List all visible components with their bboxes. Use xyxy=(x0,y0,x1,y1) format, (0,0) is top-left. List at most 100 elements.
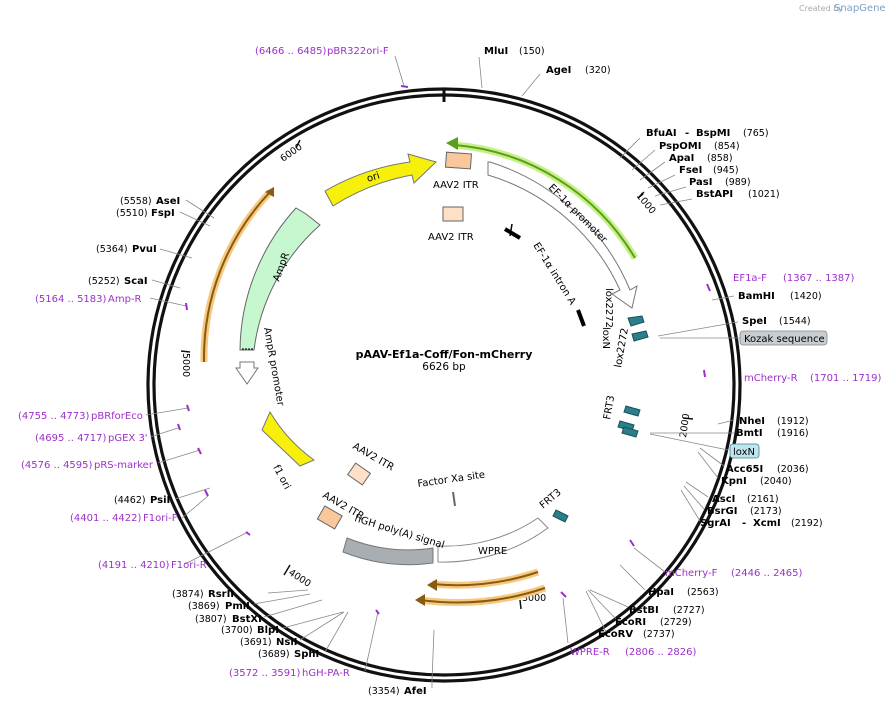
site-asci-name[interactable]: AscI xyxy=(712,494,735,505)
kozak-label: Kozak sequence xyxy=(744,334,825,345)
ef1a-intron-end xyxy=(576,309,586,327)
site-pspomi-pos: (854) xyxy=(714,141,740,152)
primer-wpre-r-name[interactable]: WPRE-R xyxy=(570,647,610,658)
site-xcmi-name[interactable]: XcmI xyxy=(753,518,781,529)
wpre-feature[interactable] xyxy=(437,517,549,563)
lox2272-label-1: lox2272 xyxy=(603,288,614,328)
site-pspomi-name[interactable]: PspOMI xyxy=(659,141,701,152)
site-ecori-name[interactable]: EcoRI xyxy=(615,617,646,628)
site-scai-name[interactable]: ScaI xyxy=(124,276,148,287)
leader-lines xyxy=(145,55,740,688)
tick-3000: 3000 xyxy=(522,593,546,604)
site-bsrgi-name[interactable]: BsrGI xyxy=(707,506,737,517)
primer-amp-r-name[interactable]: Amp-R xyxy=(108,294,142,305)
primer-ef1a-f-name[interactable]: EF1a-F xyxy=(733,273,767,284)
tick-5000: 5000 xyxy=(180,353,191,377)
site-fspi-name[interactable]: FspI xyxy=(151,208,175,219)
site-bspmi-name[interactable]: BspMI xyxy=(696,128,730,139)
ef1a-promoter-feature[interactable] xyxy=(487,161,638,309)
kozak-box[interactable] xyxy=(739,330,828,346)
primer-f1ori-f-name[interactable]: F1ori-F xyxy=(143,513,178,524)
primer-mark-f1ori-r xyxy=(245,531,251,536)
tick-5000-mark xyxy=(180,350,191,353)
site-blpi-name[interactable]: BlpI xyxy=(257,625,279,636)
site-agei-name[interactable]: AgeI xyxy=(546,65,571,76)
site-bstbi-name[interactable]: BstBI xyxy=(629,605,659,616)
left-orange-arrow-head xyxy=(265,187,274,197)
f1-ori-feature[interactable] xyxy=(261,410,316,467)
primer-mcherry-r-name[interactable]: mCherry-R xyxy=(744,373,798,384)
leader-bfuai xyxy=(619,137,641,159)
primer-pbr322ori-range: (6466 .. 6485) xyxy=(255,46,327,57)
primer-mark-prs xyxy=(197,447,202,455)
primer-pgex-range: (4695 .. 4717) xyxy=(35,433,107,444)
site-sgrai-name[interactable]: SgrAI xyxy=(700,518,731,529)
primer-f1ori-r-name[interactable]: F1ori-R xyxy=(171,560,207,571)
ampr-promoter-feature[interactable] xyxy=(235,361,259,385)
aav2-itr-bottom-feature[interactable] xyxy=(316,505,343,530)
site-pvui-name[interactable]: PvuI xyxy=(132,244,157,255)
factor-xa-site-mark xyxy=(452,491,456,507)
primer-prs-marker-name[interactable]: pRS-marker xyxy=(94,460,154,471)
site-bmti-name[interactable]: BmtI xyxy=(736,428,763,439)
site-pasi-pos: (989) xyxy=(725,177,751,188)
leader-blpi xyxy=(282,611,344,629)
primer-mcherry-r-range: (1701 .. 1719) xyxy=(810,373,882,384)
primer-pbr322ori-name[interactable]: pBR322ori-F xyxy=(327,46,389,57)
tick-3000-mark xyxy=(519,599,522,610)
site-ecorv-name[interactable]: EcoRV xyxy=(598,629,633,640)
aav2-itr-bottom2-feature[interactable] xyxy=(346,462,372,486)
watermark-snapgene: SnapGene xyxy=(834,3,886,14)
frt3-arrow-1[interactable] xyxy=(621,426,639,438)
site-nhei-name[interactable]: NheI xyxy=(739,416,765,427)
site-pmli-pos: (3869) xyxy=(188,601,220,612)
leader-pspomi xyxy=(631,149,656,171)
site-bamhi-name[interactable]: BamHI xyxy=(738,291,775,302)
site-psii-name[interactable]: PsiI xyxy=(150,495,170,506)
site-bsrgi-pos: (2173) xyxy=(750,506,782,517)
site-afei-name[interactable]: AfeI xyxy=(404,686,427,697)
loxn-box[interactable] xyxy=(729,443,760,459)
primer-mark-amp-r xyxy=(185,302,188,311)
hgh-polya-feature[interactable] xyxy=(342,537,434,566)
mcherry-arc-2 xyxy=(419,587,546,604)
leader-sgrai xyxy=(680,489,701,522)
primer-pgex-name[interactable]: pGEX 3' xyxy=(108,433,148,444)
primer-hgh-pa-r-name[interactable]: hGH-PA-R xyxy=(302,668,350,679)
primer-mark-mcherry-f xyxy=(629,539,635,547)
primer-mark-pbrforeco xyxy=(186,404,190,412)
site-fsei-name[interactable]: FseI xyxy=(679,165,702,176)
aav2-itr-inner-feature[interactable] xyxy=(442,206,464,222)
ampr-feature[interactable] xyxy=(239,207,321,351)
primer-pbrforeco-name[interactable]: pBRforEco xyxy=(91,411,143,422)
site-acc65i-name[interactable]: Acc65I xyxy=(726,464,763,475)
leader-psii xyxy=(174,487,211,500)
site-nsii-name[interactable]: NsiI xyxy=(276,637,297,648)
site-sgrai-dash: - xyxy=(742,518,746,529)
frt3-arrow-2[interactable] xyxy=(552,509,569,523)
lox2272-arrow-2[interactable] xyxy=(623,405,641,417)
aav2-itr-top-feature[interactable] xyxy=(444,151,472,170)
loxn-arrow-1[interactable] xyxy=(631,330,649,342)
primer-mcherry-f-name[interactable]: mCherry-F xyxy=(665,568,718,579)
site-mlui-name[interactable]: MluI xyxy=(484,46,508,57)
lox2272-arrow-1[interactable] xyxy=(627,315,645,327)
site-pasi-name[interactable]: PasI xyxy=(689,177,712,188)
site-afei-pos: (3354) xyxy=(368,686,400,697)
site-rsrii-name[interactable]: RsrII xyxy=(208,589,234,600)
site-hpai-name[interactable]: HpaI xyxy=(648,587,674,598)
site-kpni-name[interactable]: KpnI xyxy=(721,476,747,487)
leader-apai xyxy=(639,161,666,181)
ori-feature[interactable] xyxy=(324,153,437,207)
leader-kpni xyxy=(697,451,719,479)
site-apai-name[interactable]: ApaI xyxy=(669,153,694,164)
site-bstapi-name[interactable]: BstAPI xyxy=(696,189,733,200)
site-sphi-name[interactable]: SphI xyxy=(294,649,319,660)
site-bstxi-name[interactable]: BstXI xyxy=(232,614,262,625)
primer-hgh-pa-r-range: (3572 .. 3591) xyxy=(229,668,301,679)
site-spei-name[interactable]: SpeI xyxy=(742,316,767,327)
site-pmli-name[interactable]: PmlI xyxy=(225,601,250,612)
site-asei-name[interactable]: AseI xyxy=(156,196,180,207)
site-bfuai-name[interactable]: BfuAI xyxy=(646,128,677,139)
site-fsei-pos: (945) xyxy=(713,165,739,176)
